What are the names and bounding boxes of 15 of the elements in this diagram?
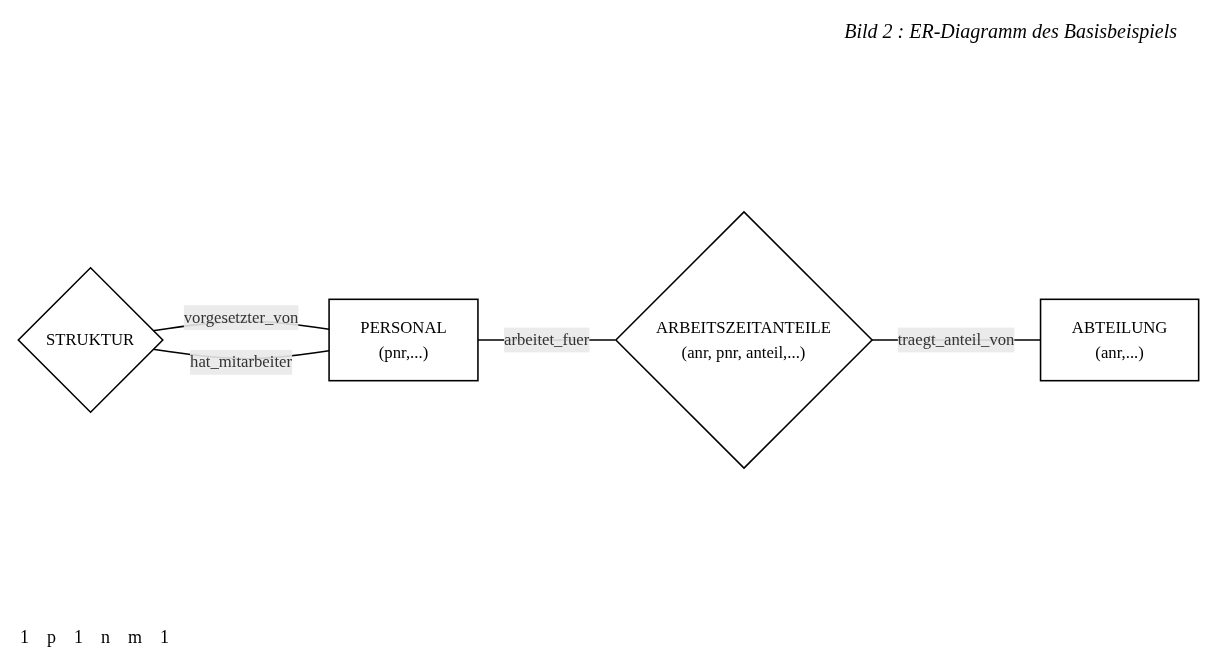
edge-label: arbeitet_fuer xyxy=(504,330,590,349)
cardinality-label: m xyxy=(128,627,142,648)
edge-label: hat_mitarbeiter xyxy=(190,352,292,371)
cardinality-label: p xyxy=(47,627,56,648)
edge-label: vorgesetzter_von xyxy=(183,308,299,327)
node-box: PERSONAL (pnr,...) xyxy=(328,298,479,382)
cardinality-label: 1 xyxy=(160,627,169,648)
node-box: ABTEILUNG (anr,...) xyxy=(1039,298,1200,382)
caption: Bild 2 : ER-Diagramm des Basisbeispiels xyxy=(844,20,1177,43)
node-diamond: ARBEITSZEITANTEILE (anr, pnr, anteil,...) xyxy=(614,210,874,470)
cardinality-label: 1 xyxy=(20,627,29,648)
cardinality-label: n xyxy=(101,627,110,648)
node-diamond: STRUKTUR xyxy=(17,266,164,414)
edge-label: traegt_anteil_von xyxy=(897,330,1015,349)
cardinality-label: 1 xyxy=(74,627,83,648)
